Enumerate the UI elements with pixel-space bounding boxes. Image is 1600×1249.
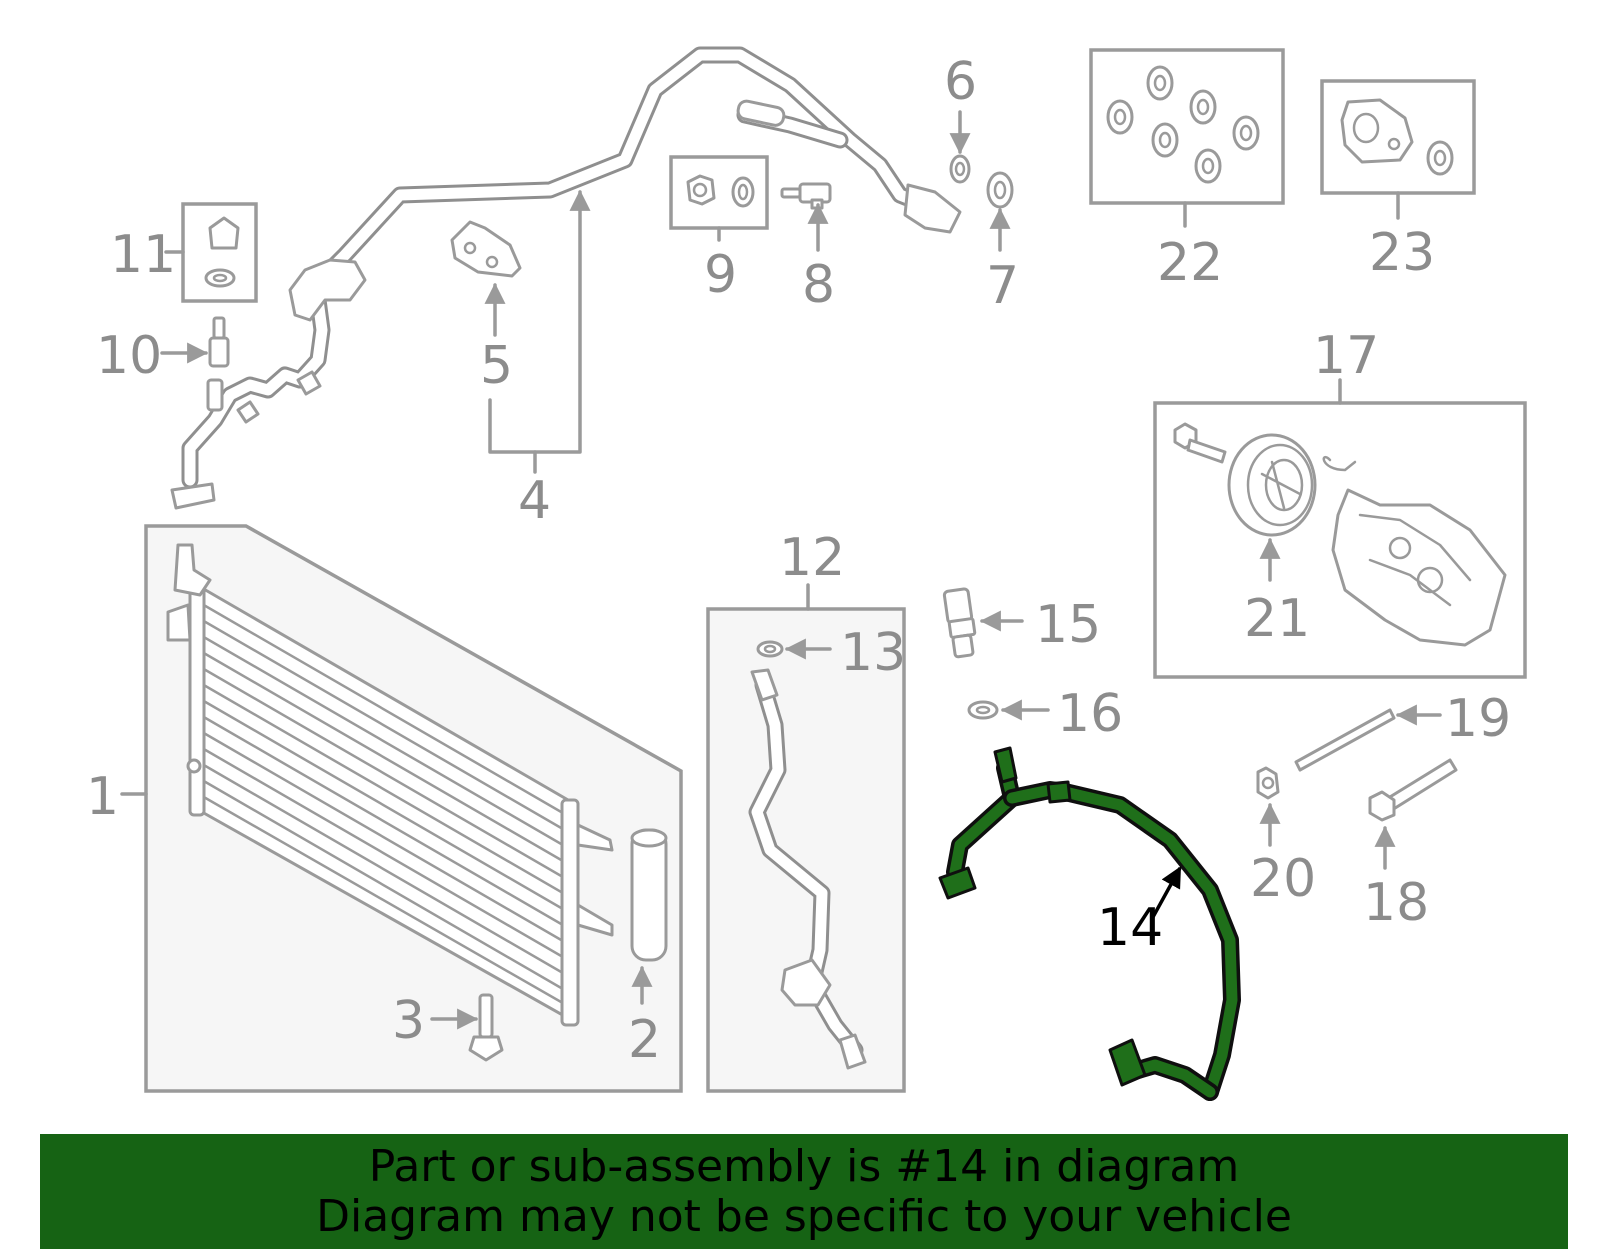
part-15-switch bbox=[942, 587, 977, 659]
callout-20: 20 bbox=[1250, 849, 1316, 909]
part-7-o-ring bbox=[986, 171, 1014, 209]
callout-5: 5 bbox=[480, 336, 513, 396]
part-6-o-ring bbox=[949, 154, 971, 184]
banner-line-2: Diagram may not be specific to your vehi… bbox=[316, 1190, 1292, 1242]
callout-14: 14 bbox=[1097, 898, 1163, 958]
callout-6: 6 bbox=[944, 52, 977, 112]
part-16-o-ring bbox=[967, 700, 999, 720]
part-11-cap bbox=[204, 216, 240, 288]
info-banner: Part or sub-assembly is #14 in diagram D… bbox=[40, 1134, 1568, 1249]
part-1-condenser bbox=[166, 543, 614, 1027]
part-9-fittings bbox=[686, 174, 755, 208]
part-14-discharge-hose bbox=[938, 746, 1241, 1101]
part-22-o-rings bbox=[1106, 65, 1260, 184]
part-12-box bbox=[706, 607, 906, 1093]
callout-19: 19 bbox=[1445, 689, 1511, 749]
part-17-compressor bbox=[1173, 422, 1507, 647]
part-23-gasket bbox=[1340, 98, 1454, 176]
part-5-bracket bbox=[450, 220, 522, 278]
banner-line-1: Part or sub-assembly is #14 in diagram bbox=[368, 1140, 1240, 1192]
callout-3: 3 bbox=[392, 991, 425, 1051]
part-20-nut bbox=[1256, 766, 1280, 800]
part-22-box bbox=[1089, 48, 1285, 205]
callout-4: 4 bbox=[518, 471, 551, 531]
part-2-drier bbox=[630, 828, 668, 962]
part-13-o-ring bbox=[756, 640, 784, 658]
part-18-bolt bbox=[1368, 758, 1458, 822]
callout-13: 13 bbox=[840, 623, 906, 683]
callout-17: 17 bbox=[1313, 326, 1379, 386]
callout-2: 2 bbox=[628, 1010, 661, 1070]
part-19-stud bbox=[1294, 708, 1396, 772]
callout-7: 7 bbox=[986, 256, 1019, 316]
callout-15: 15 bbox=[1035, 595, 1101, 655]
callout-9: 9 bbox=[704, 245, 737, 305]
callout-23: 23 bbox=[1369, 223, 1435, 283]
callout-22: 22 bbox=[1157, 233, 1223, 293]
part-21-clutch bbox=[1227, 433, 1317, 537]
callout-1: 1 bbox=[86, 767, 119, 827]
callout-11: 11 bbox=[110, 225, 176, 285]
callout-16: 16 bbox=[1057, 684, 1123, 744]
callout-21: 21 bbox=[1244, 589, 1310, 649]
callout-12: 12 bbox=[779, 528, 845, 588]
callout-18: 18 bbox=[1363, 873, 1429, 933]
callout-8: 8 bbox=[802, 255, 835, 315]
part-10-valve bbox=[208, 316, 230, 368]
part-3-bolt bbox=[468, 993, 504, 1062]
callout-10: 10 bbox=[96, 326, 162, 386]
part-8-switch bbox=[780, 182, 832, 210]
part-4-ac-line bbox=[170, 46, 962, 510]
part-12-liquid-line bbox=[748, 668, 867, 1070]
